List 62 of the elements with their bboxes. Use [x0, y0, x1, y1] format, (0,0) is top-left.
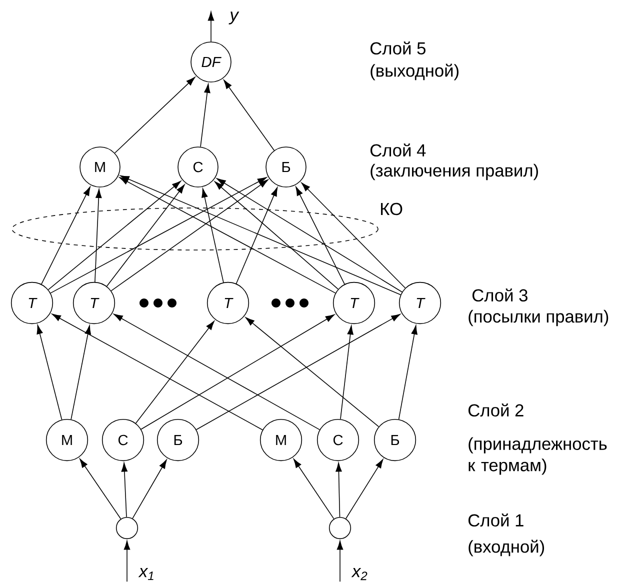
term-node: Б: [156, 418, 200, 462]
arrow: [124, 540, 130, 582]
output-label: y: [228, 12, 240, 24]
arrow: [345, 459, 384, 520]
arrow: [296, 186, 345, 285]
layer-caption: (выходной): [370, 64, 458, 80]
ellipse-label: КО: [381, 202, 402, 216]
layer-caption: (заключения правил): [370, 164, 538, 180]
layer-label: Слой 2: [468, 404, 524, 417]
arrow: [50, 177, 267, 294]
arrow: [48, 180, 182, 290]
conclusion-node: Б: [266, 146, 306, 188]
arrow: [336, 540, 344, 582]
arrow: [119, 177, 336, 294]
arrow: [120, 175, 402, 296]
layer-caption: (посылки правил): [468, 310, 608, 326]
layer-label: Слой 1: [468, 514, 524, 527]
term-node: М: [260, 418, 302, 462]
arrow: [121, 462, 128, 518]
arrow: [52, 314, 263, 430]
arrow: [106, 184, 185, 287]
arrow: [132, 460, 167, 519]
arrow: [224, 80, 275, 151]
term-node: С: [316, 418, 360, 462]
input-label: x$_{1}$: [138, 568, 154, 580]
term-node: Б: [374, 418, 416, 462]
arrow: [110, 180, 268, 292]
layer-label: Слой 3: [472, 288, 528, 302]
layer-caption: (входной): [468, 540, 544, 556]
layer-label: Слой 5: [370, 41, 426, 55]
conclusion-node: С: [178, 146, 218, 188]
arrow: [336, 462, 342, 518]
arrow: [245, 317, 380, 428]
arrow: [200, 84, 210, 148]
input-node: [328, 516, 352, 540]
term-node: М: [46, 418, 88, 462]
layer-caption: (принадлежность к термам): [468, 437, 607, 475]
layer-label: Слой 4: [370, 144, 426, 157]
arrow: [41, 186, 90, 285]
arrow: [140, 314, 335, 430]
arrow: [94, 188, 102, 282]
arrow: [208, 12, 214, 42]
arrow: [36, 324, 62, 420]
arrow: [80, 458, 122, 520]
arrow: [398, 325, 418, 420]
output-node: DF: [190, 42, 232, 82]
arrow: [340, 325, 354, 420]
conclusion-node: М: [80, 146, 120, 188]
arrow: [236, 187, 278, 284]
input-node: [116, 516, 138, 540]
arrow: [135, 320, 214, 424]
arrow: [216, 178, 402, 292]
input-label: x$_{2}$: [351, 568, 368, 580]
arrow: [196, 314, 400, 430]
arrow: [70, 325, 91, 420]
arrow: [293, 458, 334, 520]
term-node: С: [102, 418, 144, 462]
arrow: [301, 182, 406, 288]
arrow: [114, 314, 320, 430]
arrow: [214, 181, 339, 290]
arrow: [114, 76, 196, 154]
arrow: [202, 188, 224, 283]
